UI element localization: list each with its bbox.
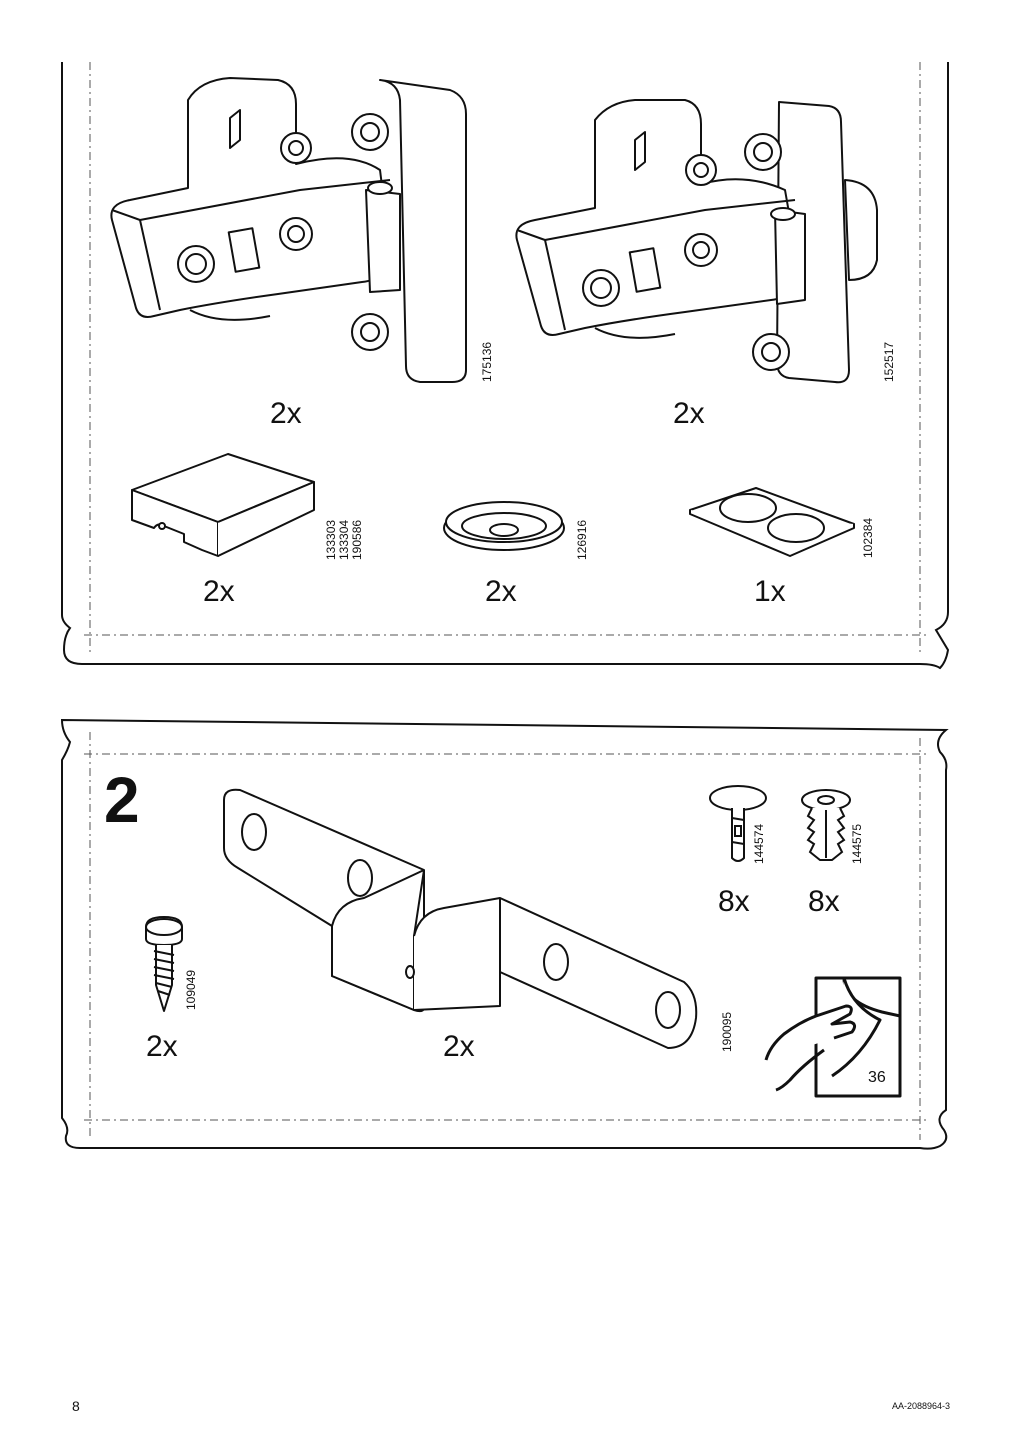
spacer-block-icon: [131, 453, 315, 557]
part-number: 152517: [882, 341, 896, 382]
part-number: 175136: [480, 341, 494, 382]
part-number: 126916: [575, 519, 589, 560]
part-number: 144575: [850, 823, 864, 864]
part-number: 109049: [184, 969, 198, 1010]
quantity-label: 2x: [270, 397, 302, 430]
part-number: 144574: [752, 823, 766, 864]
quantity-label: 2x: [673, 397, 705, 430]
quantity-label: 2x: [485, 575, 517, 608]
quantity-label: 8x: [718, 885, 750, 918]
page-turn-hand-icon[interactable]: [762, 976, 906, 1100]
hinge-icon: [110, 77, 467, 383]
quantity-label: 2x: [203, 575, 235, 608]
quantity-label: 2x: [146, 1030, 178, 1063]
quantity-label: 8x: [808, 885, 840, 918]
part-number: 133303 133304 190586: [324, 519, 364, 560]
bumper-pad-icon: [689, 487, 855, 557]
reference-page-number: 36: [868, 1069, 886, 1086]
page-number: 8: [72, 1398, 80, 1414]
washer-icon: [443, 501, 565, 551]
part-number: 190095: [720, 1011, 734, 1052]
quantity-label: 2x: [443, 1030, 475, 1063]
hinge-icon: [515, 99, 878, 384]
part-number: 102384: [861, 517, 875, 558]
pin-icon: [709, 785, 767, 862]
anchor-icon: [801, 789, 851, 861]
document-code: AA-2088964-3: [891, 1401, 950, 1411]
bracket-icon: [223, 788, 698, 1049]
screw-icon: [145, 916, 183, 1012]
quantity-label: 1x: [754, 575, 786, 608]
step-number: 2: [104, 764, 140, 836]
